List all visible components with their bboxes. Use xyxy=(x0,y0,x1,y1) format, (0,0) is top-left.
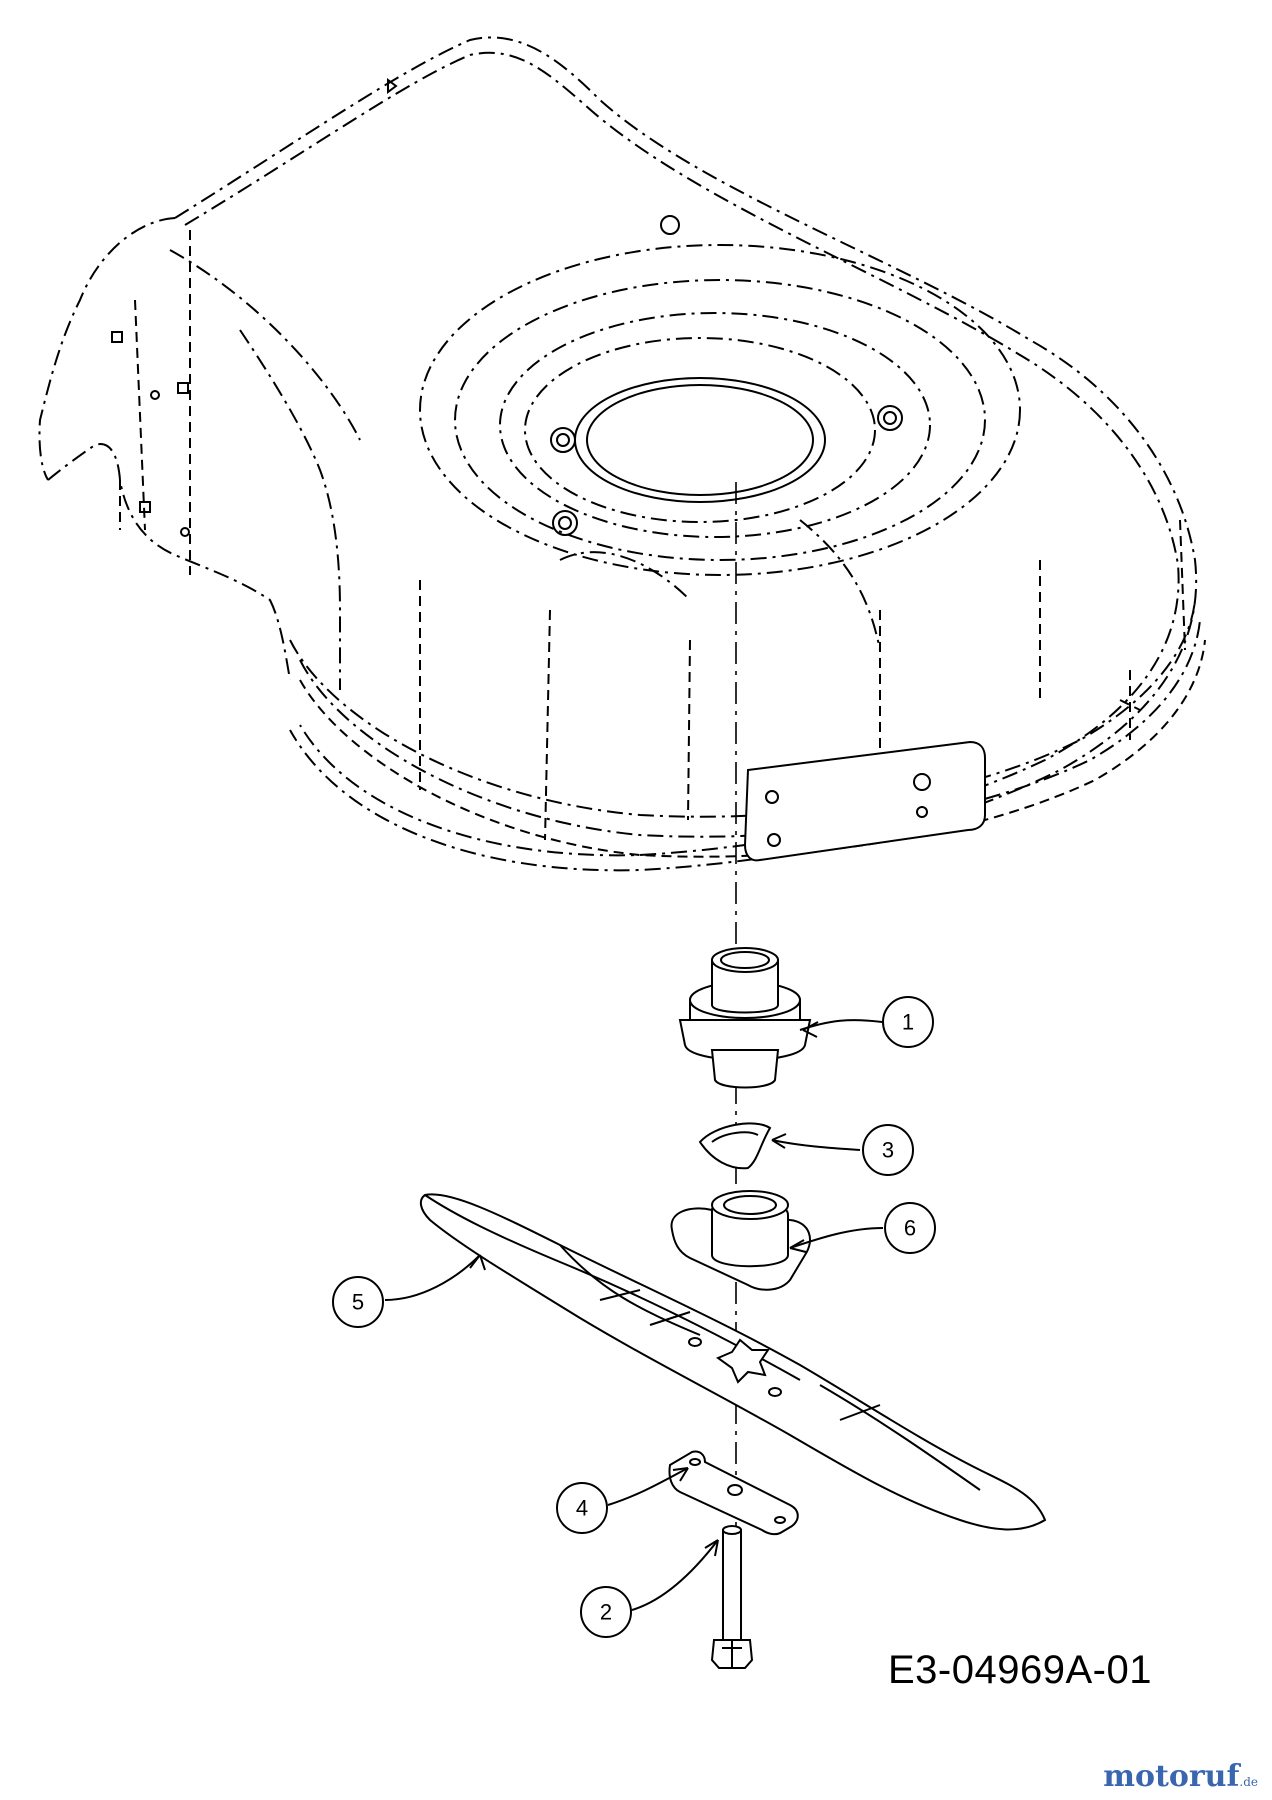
blade-support xyxy=(670,1190,811,1291)
callout-3: 3 xyxy=(862,1124,914,1176)
callout-4-label: 4 xyxy=(576,1496,588,1521)
callout-5-label: 5 xyxy=(352,1290,364,1315)
callout-4: 4 xyxy=(556,1482,608,1534)
mounting-boss xyxy=(550,215,903,536)
watermark-brand: motoruf xyxy=(1103,1759,1240,1794)
hex-bolt xyxy=(710,1525,754,1669)
drawing-code: E3-04969A-01 xyxy=(888,1648,1152,1692)
callout-1-label: 1 xyxy=(902,1010,914,1035)
mower-deck-housing xyxy=(38,36,1206,872)
blade-adapter-hub xyxy=(678,947,812,1089)
callout-1: 1 xyxy=(882,996,934,1048)
callout-5: 5 xyxy=(332,1276,384,1328)
callout-leaders xyxy=(384,1019,884,1611)
callout-2: 2 xyxy=(580,1586,632,1638)
callout-6-label: 6 xyxy=(904,1216,916,1241)
blade-retainer xyxy=(668,1450,799,1536)
watermark-suffix: .de xyxy=(1239,1775,1258,1789)
callout-2-label: 2 xyxy=(600,1600,612,1625)
callout-3-label: 3 xyxy=(882,1138,894,1163)
key-washer xyxy=(698,1122,772,1170)
watermark-logo: motoruf.de xyxy=(1103,1759,1258,1794)
mower-blade xyxy=(419,1193,1047,1531)
callout-6: 6 xyxy=(884,1202,936,1254)
